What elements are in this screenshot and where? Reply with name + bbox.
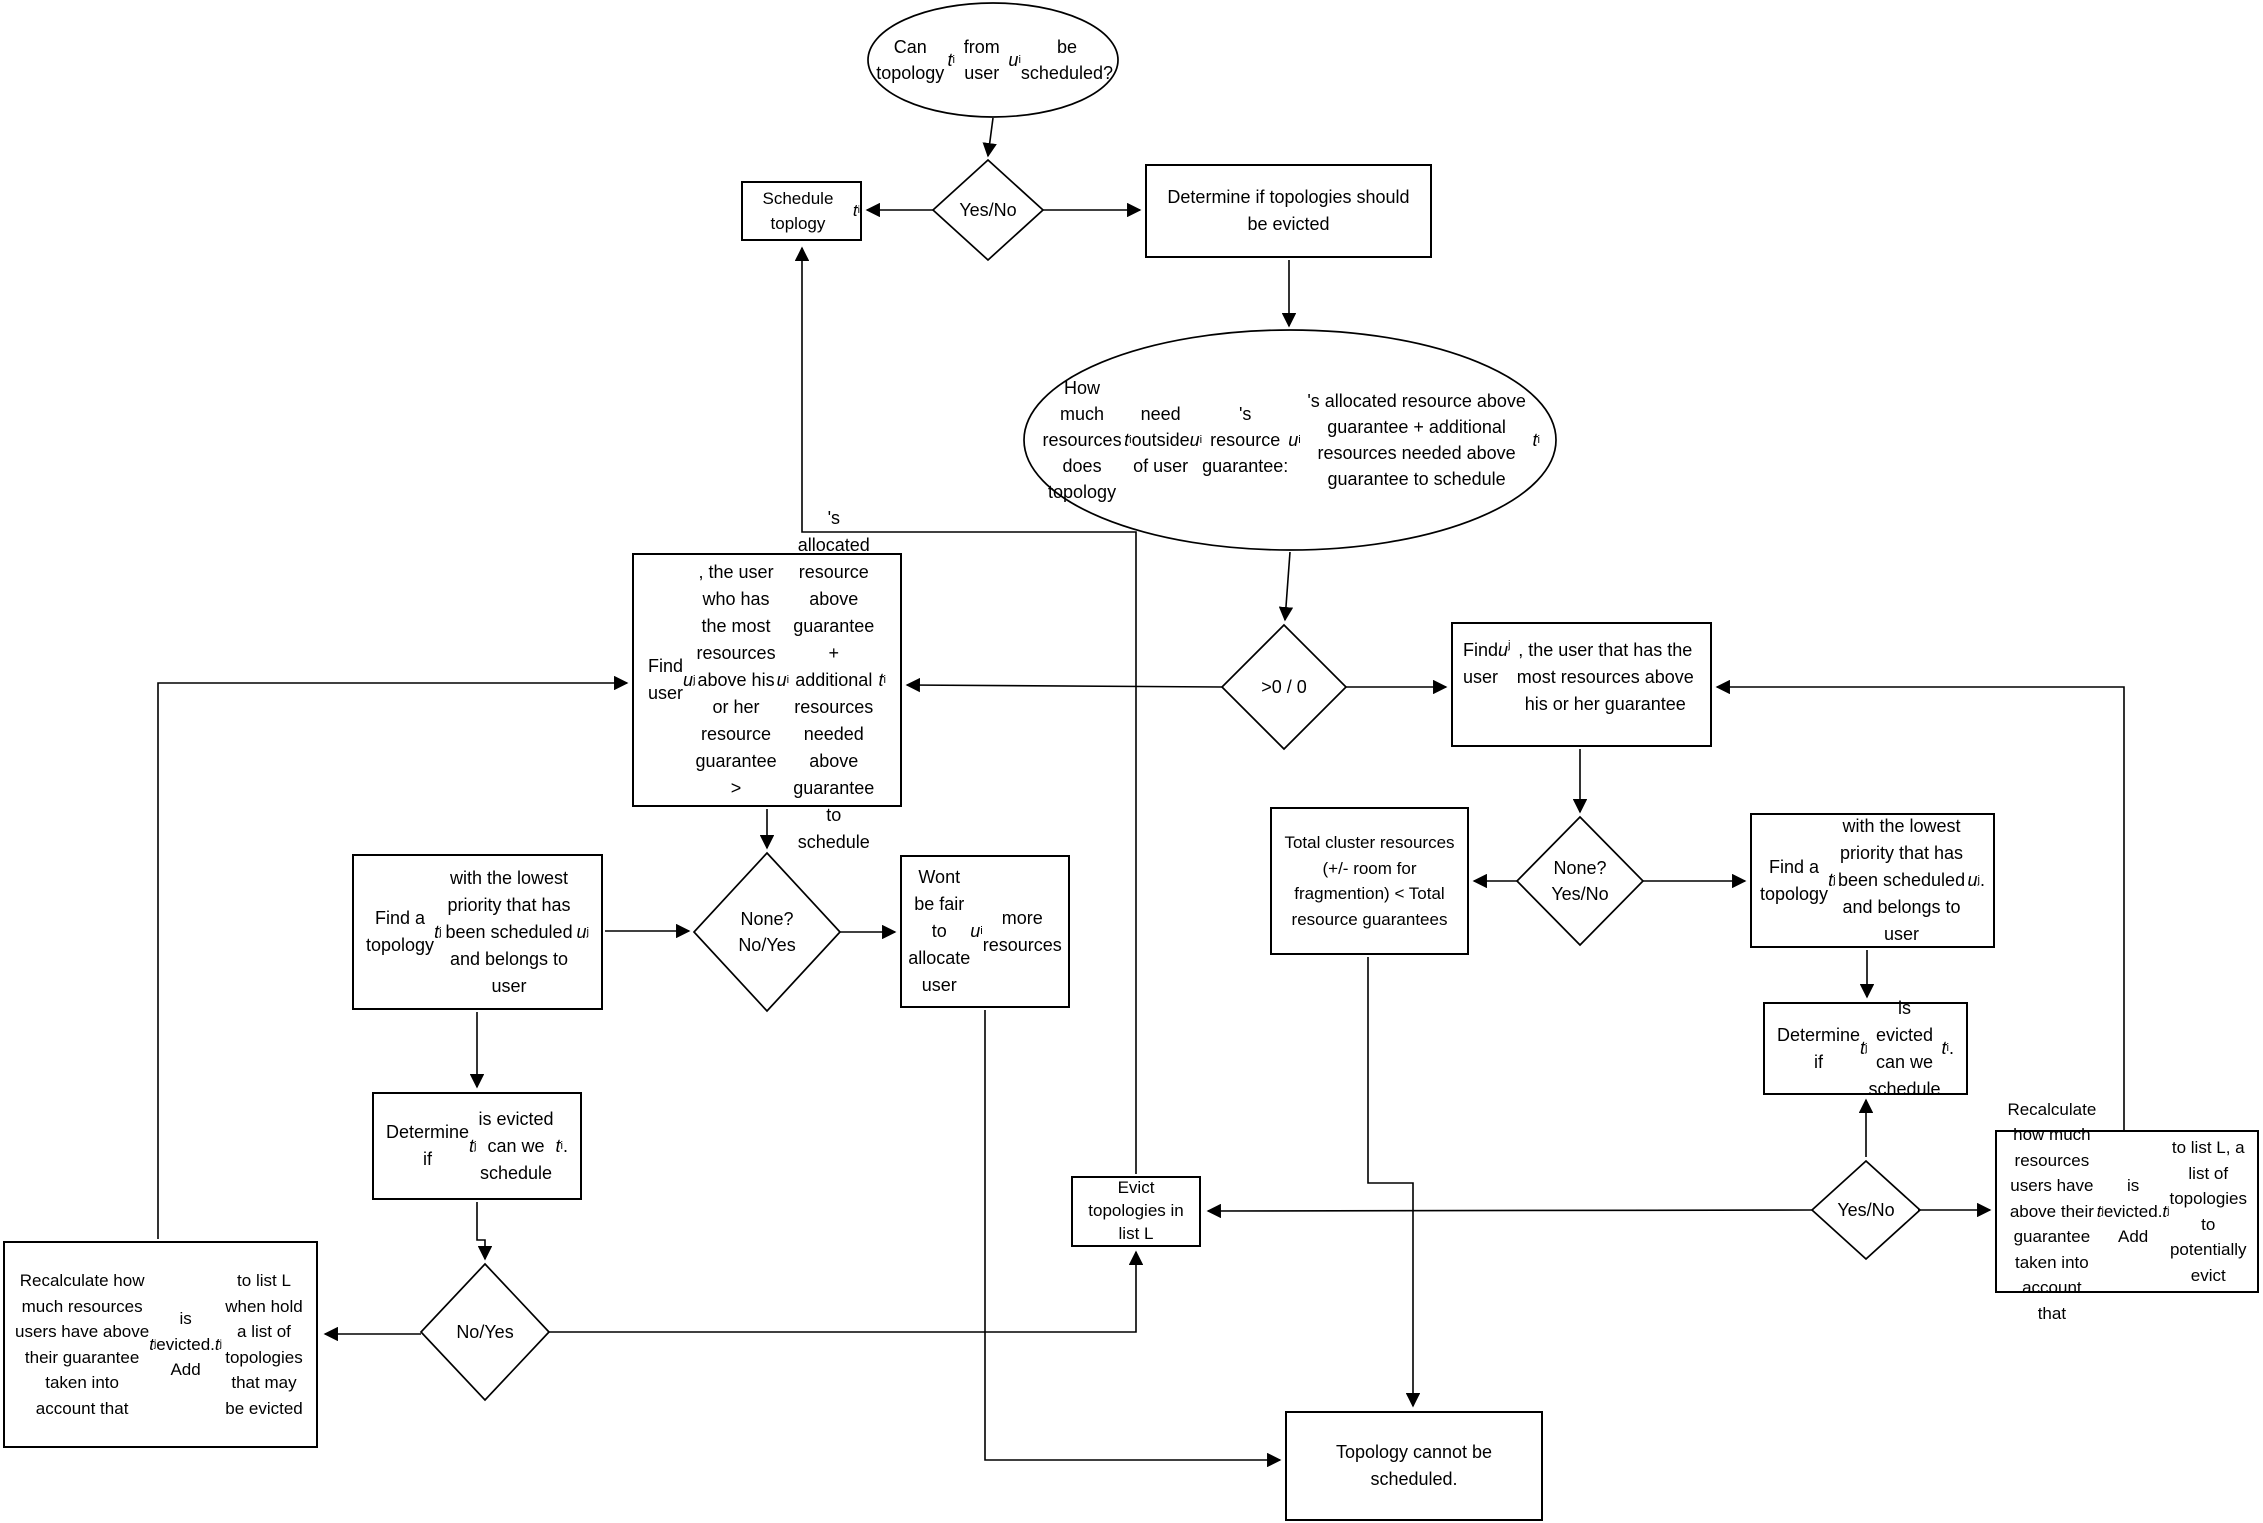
edge-wont-be-fair-to-cannot-schedule	[984, 1010, 1282, 1468]
none-yes-no-diamond-shape	[1515, 815, 1645, 947]
edge-how-much-to-gt0	[1278, 551, 1294, 622]
edge-recalculate-left-to-find-user-most-gt	[157, 675, 629, 1239]
edge-evict-list-to-schedule	[794, 246, 1137, 1174]
label-gt0: >0 / 0	[1261, 676, 1307, 697]
label-none-yes-no: None? Yes/No	[1551, 857, 1609, 904]
edge-gt0-to-find-user-most-gt	[905, 677, 1223, 693]
edge-recalculate-right-to-find-user-most	[1715, 679, 2125, 1130]
edge-yes-no-right-to-evict-list	[1206, 1203, 1813, 1219]
no-yes-left-diamond-shape	[419, 1262, 551, 1402]
none-no-yes-diamond-shape	[692, 851, 842, 1013]
label-none-no-yes: None? No/Yes	[738, 908, 796, 955]
how-much-ellipse-shape	[1023, 329, 1557, 551]
gt0-diamond-shape	[1220, 623, 1348, 751]
start-ellipse-shape	[867, 2, 1119, 118]
edge-total-cluster-to-cannot-schedule	[1367, 957, 1421, 1408]
label-yes-no-top: Yes/No	[959, 199, 1017, 220]
node-recalculate-right: Recalculate how much resources users hav…	[1995, 1100, 2259, 1323]
edge-determine-evict-left-to-no-yes-left	[476, 1202, 493, 1261]
node-recalculate-left: Recalculate how much resources users hav…	[3, 1241, 318, 1448]
label-yes-no-right: Yes/No	[1837, 1199, 1895, 1220]
yes-no-top-diamond-shape	[931, 158, 1045, 262]
edge-no-yes-left-to-evict-list	[549, 1250, 1144, 1333]
label-no-yes-left: No/Yes	[456, 1321, 514, 1342]
yes-no-right-diamond-shape	[1810, 1159, 1922, 1261]
node-total-cluster-resources: Total cluster resources (+/- room for fr…	[1270, 807, 1469, 955]
node-determine-if-topologies-evicted: Determine if topologies should be evicte…	[1145, 164, 1432, 258]
node-topology-cannot-be-scheduled: Topology cannot be scheduled.	[1285, 1411, 1543, 1521]
node-evict-topologies-list: Evict topologies in list L	[1071, 1176, 1201, 1247]
edge-start-to-yesno-top	[982, 117, 997, 158]
